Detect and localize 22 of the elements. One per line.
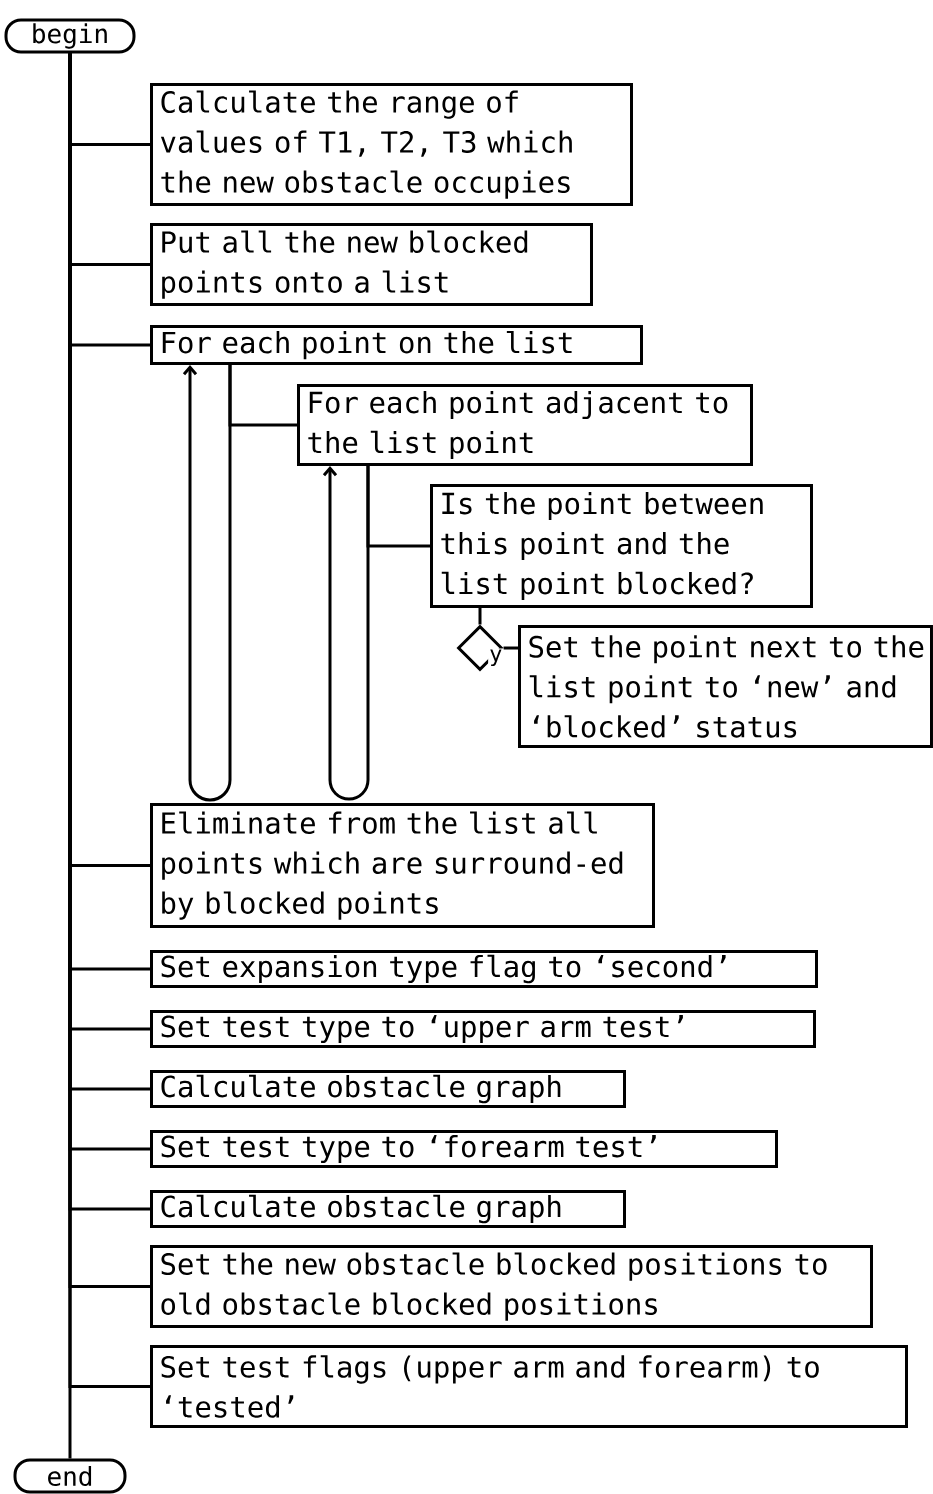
process-box: Eliminate from the list all points which are surround-ed by blocked points bbox=[150, 803, 655, 928]
process-box: For each point adjacent to the list point bbox=[297, 384, 753, 466]
connector-line bbox=[503, 646, 518, 650]
loop-arrow bbox=[322, 466, 370, 801]
process-box: Set the new obstacle blocked positions to old obstacle blocked positions bbox=[150, 1245, 873, 1328]
process-box: Set test flags (upper arm and forearm) to ‘tested’ bbox=[150, 1345, 908, 1428]
process-box: Set test type to ‘forearm test’ bbox=[150, 1130, 778, 1168]
process-box: Put all the new blocked points onto a list bbox=[150, 223, 593, 306]
connector-line bbox=[228, 365, 297, 427]
process-box: For each point on the list bbox=[150, 325, 643, 365]
loop-arrow bbox=[182, 365, 232, 802]
process-box: Calculate obstacle graph bbox=[150, 1070, 626, 1108]
process-box: Set test type to ‘upper arm test’ bbox=[150, 1010, 816, 1048]
connector-line bbox=[366, 466, 430, 548]
spine-line bbox=[68, 53, 72, 1459]
process-box: Set expansion type flag to ‘second’ bbox=[150, 950, 818, 988]
edge-label: y bbox=[488, 648, 504, 668]
connector-line bbox=[478, 608, 482, 625]
process-box: Set the point next to the list point to ‘new’ and ‘blocked’ status bbox=[518, 625, 933, 748]
process-box: Is the point between this point and the list point blocked? bbox=[430, 484, 813, 608]
process-box: Calculate the range of values of T1, T2, T3 which the new obstacle occupies bbox=[150, 83, 633, 206]
process-box: Calculate obstacle graph bbox=[150, 1190, 626, 1228]
